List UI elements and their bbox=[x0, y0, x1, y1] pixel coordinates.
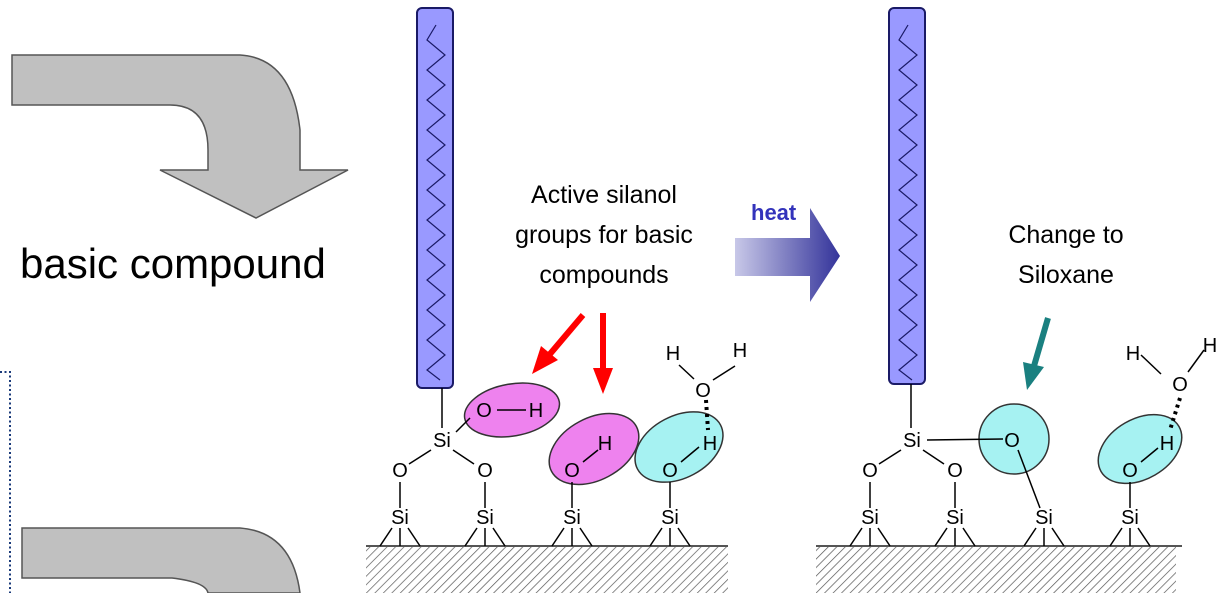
si-atom: Si bbox=[861, 507, 879, 529]
siloxane-caption-line1: Change to bbox=[1008, 221, 1123, 249]
o-atom: O bbox=[662, 460, 678, 482]
siloxane-caption-line2: Siloxane bbox=[1018, 261, 1114, 289]
surface-before bbox=[366, 545, 728, 593]
red-arrow-2 bbox=[593, 313, 613, 394]
o-atom: O bbox=[564, 460, 580, 482]
curved-arrow-top bbox=[11, 54, 349, 219]
o-atom: O bbox=[477, 460, 493, 482]
si-atom: Si bbox=[661, 507, 679, 529]
red-arrow-1 bbox=[532, 313, 586, 374]
si-atom: Si bbox=[1035, 507, 1053, 529]
si-atom: Si bbox=[1121, 507, 1139, 529]
si-atom: Si bbox=[946, 507, 964, 529]
o-atom: O bbox=[695, 380, 711, 402]
h-atom: H bbox=[733, 340, 747, 362]
o-atom: O bbox=[392, 460, 408, 482]
h-atom: H bbox=[666, 343, 680, 365]
si-atom: Si bbox=[476, 507, 494, 529]
h-atom: H bbox=[1160, 433, 1174, 455]
h-atom: H bbox=[598, 433, 612, 455]
o-atom: O bbox=[947, 460, 963, 482]
active-silanol-caption-line1: Active silanol bbox=[531, 181, 677, 209]
heat-arrow bbox=[735, 208, 840, 302]
teal-arrow bbox=[1023, 317, 1051, 390]
o-atom: O bbox=[1004, 430, 1020, 452]
atoms-before: Si O H O O O H O H O H H Si Si Si Si bbox=[391, 340, 747, 529]
o-atom: O bbox=[1172, 374, 1188, 396]
curved-arrow-bottom bbox=[21, 527, 301, 593]
active-silanol-caption-line2: groups for basic bbox=[515, 221, 693, 249]
bonds-before bbox=[379, 364, 736, 547]
si-atom: Si bbox=[433, 430, 451, 452]
surface-after bbox=[816, 545, 1182, 593]
active-silanol-caption-line3: compounds bbox=[539, 261, 668, 289]
dotted-box-edge bbox=[0, 371, 11, 593]
alkyl-chain-after bbox=[888, 7, 926, 385]
h-atom: H bbox=[1126, 343, 1140, 365]
si-atom: Si bbox=[391, 507, 409, 529]
h-atom: H bbox=[529, 400, 543, 422]
si-atom: Si bbox=[903, 430, 921, 452]
h-bonded-silanol-ellipse-after bbox=[1097, 413, 1183, 485]
atoms-after: Si O O O O H O H H Si Si Si Si bbox=[861, 335, 1217, 529]
h-bonded-silanol-ellipse bbox=[634, 411, 724, 483]
h-atom: H bbox=[1203, 335, 1217, 357]
h-atom: H bbox=[703, 433, 717, 455]
o-atom: O bbox=[476, 400, 492, 422]
o-atom: O bbox=[862, 460, 878, 482]
si-atom: Si bbox=[563, 507, 581, 529]
bonds-after bbox=[849, 349, 1205, 547]
silanol-ellipse-2 bbox=[548, 412, 640, 486]
alkyl-chain-before bbox=[416, 7, 454, 389]
heat-label: heat bbox=[751, 200, 797, 225]
o-atom: O bbox=[1122, 460, 1138, 482]
basic-compound-label: basic compound bbox=[20, 240, 326, 287]
